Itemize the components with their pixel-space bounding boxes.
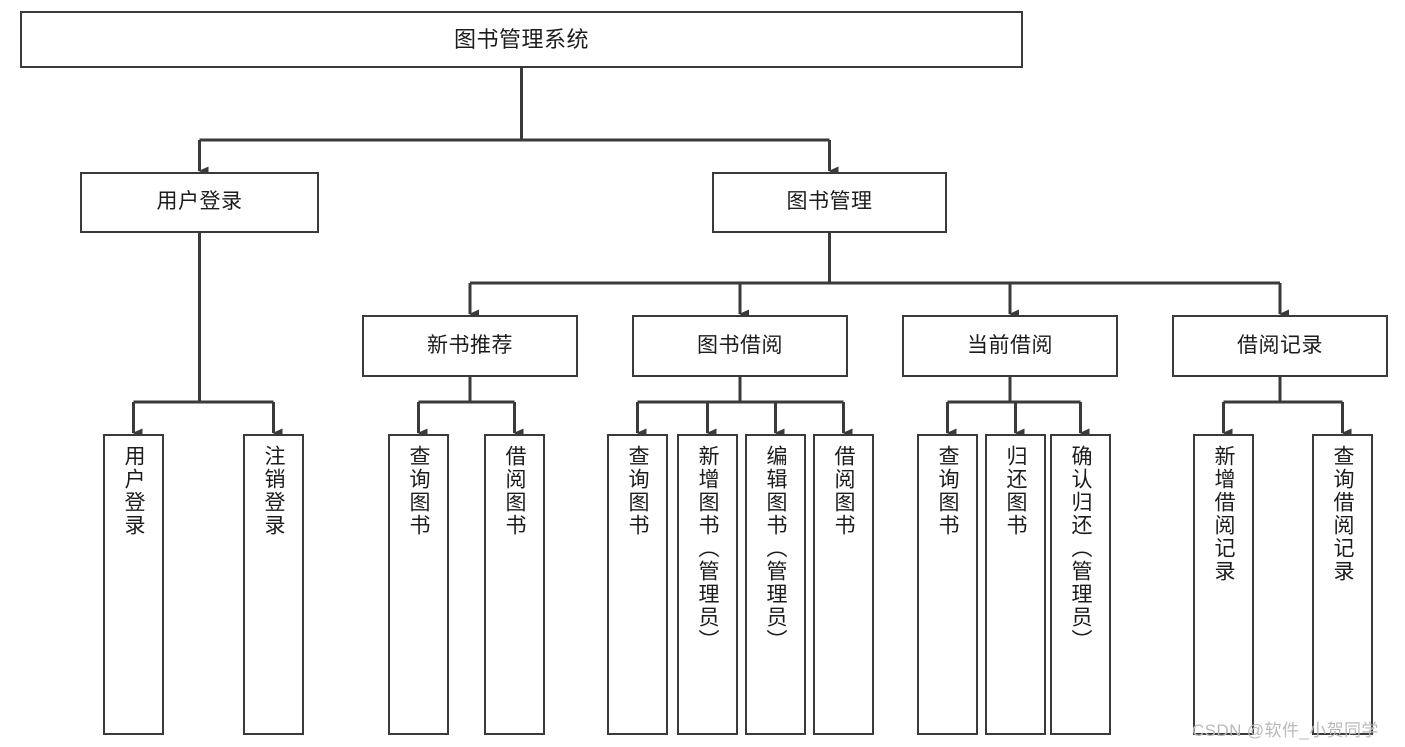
node-root[interactable]: 图书管理系统 <box>20 11 1023 68</box>
node-user-login[interactable]: 用户登录 <box>80 172 319 233</box>
node-new-book-rec[interactable]: 新书推荐 <box>362 315 578 377</box>
node-label: 借阅记录 <box>1237 333 1323 357</box>
node-label: 图书借阅 <box>697 333 783 357</box>
node-leaf-user-login[interactable]: 用户登录 <box>103 434 164 735</box>
node-leaf-return-book[interactable]: 归还图书 <box>985 434 1046 735</box>
node-leaf-add-book[interactable]: 新增图书（管理员） <box>677 434 738 735</box>
node-label: 查询图书 <box>407 445 430 537</box>
node-label: 图书管理系统 <box>453 26 589 52</box>
node-label: 新书推荐 <box>427 333 513 357</box>
node-leaf-edit-book[interactable]: 编辑图书（管理员） <box>745 434 806 735</box>
node-current-borrow[interactable]: 当前借阅 <box>902 315 1118 377</box>
node-borrow-record[interactable]: 借阅记录 <box>1172 315 1388 377</box>
node-label: 图书管理 <box>786 190 873 214</box>
node-label: 用户登录 <box>156 190 243 214</box>
watermark: CSDN @软件_小贺同学 <box>1192 721 1379 740</box>
node-label: 查询借阅记录 <box>1331 445 1354 583</box>
node-label: 查询图书 <box>936 445 959 537</box>
node-label: 查询图书 <box>626 445 649 537</box>
node-label: 注销登录 <box>262 445 285 537</box>
node-leaf-logout[interactable]: 注销登录 <box>243 434 304 735</box>
node-label: 当前借阅 <box>967 333 1053 357</box>
node-label: 新增借阅记录 <box>1212 445 1235 583</box>
node-leaf-borrow-book-rec[interactable]: 借阅图书 <box>484 434 545 735</box>
node-label: 用户登录 <box>122 445 145 537</box>
node-label: 新增图书（管理员） <box>696 445 719 652</box>
node-leaf-confirm-return[interactable]: 确认归还（管理员） <box>1050 434 1111 735</box>
node-leaf-query-record[interactable]: 查询借阅记录 <box>1312 434 1373 735</box>
node-label: 借阅图书 <box>832 445 855 537</box>
node-label: 编辑图书（管理员） <box>764 445 787 652</box>
node-leaf-query-book-c[interactable]: 查询图书 <box>917 434 978 735</box>
node-label: 归还图书 <box>1004 445 1027 537</box>
node-label: 确认归还（管理员） <box>1069 445 1092 652</box>
node-label: 借阅图书 <box>503 445 526 537</box>
node-leaf-borrow-book-b[interactable]: 借阅图书 <box>813 434 874 735</box>
node-leaf-query-book-rec[interactable]: 查询图书 <box>388 434 449 735</box>
node-book-manage[interactable]: 图书管理 <box>712 172 947 233</box>
node-leaf-query-book-b[interactable]: 查询图书 <box>607 434 668 735</box>
node-book-borrow[interactable]: 图书借阅 <box>632 315 848 377</box>
node-leaf-add-record[interactable]: 新增借阅记录 <box>1193 434 1254 735</box>
